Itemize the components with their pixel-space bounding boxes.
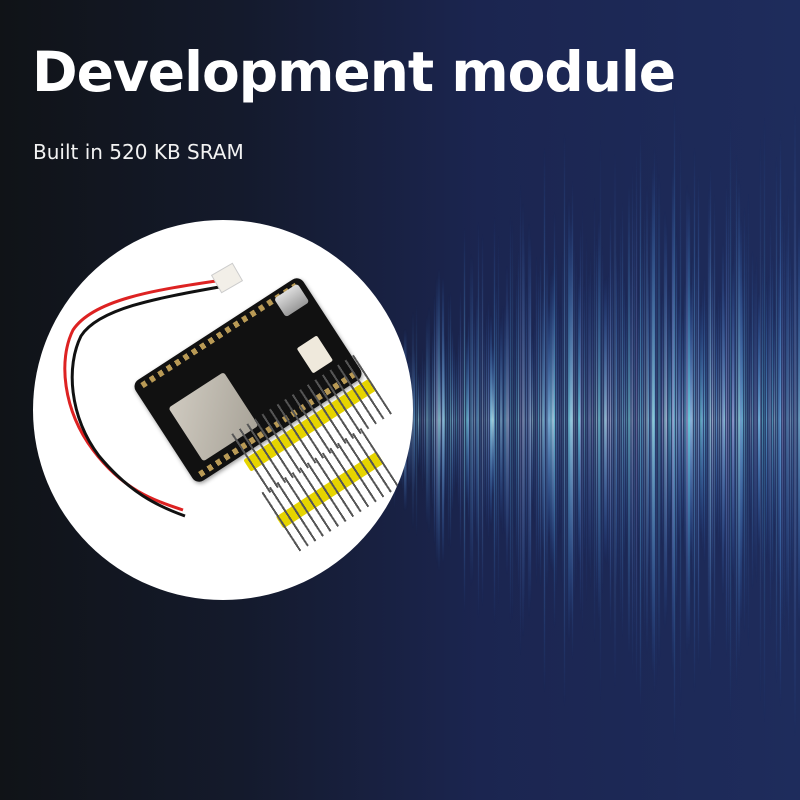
product-image — [33, 220, 413, 600]
battery-wire — [63, 262, 244, 518]
usb-port — [273, 283, 310, 318]
battery-connector — [296, 335, 334, 374]
page-title: Development module — [32, 40, 676, 104]
subtitle: Built in 520 KB SRAM — [33, 140, 244, 164]
